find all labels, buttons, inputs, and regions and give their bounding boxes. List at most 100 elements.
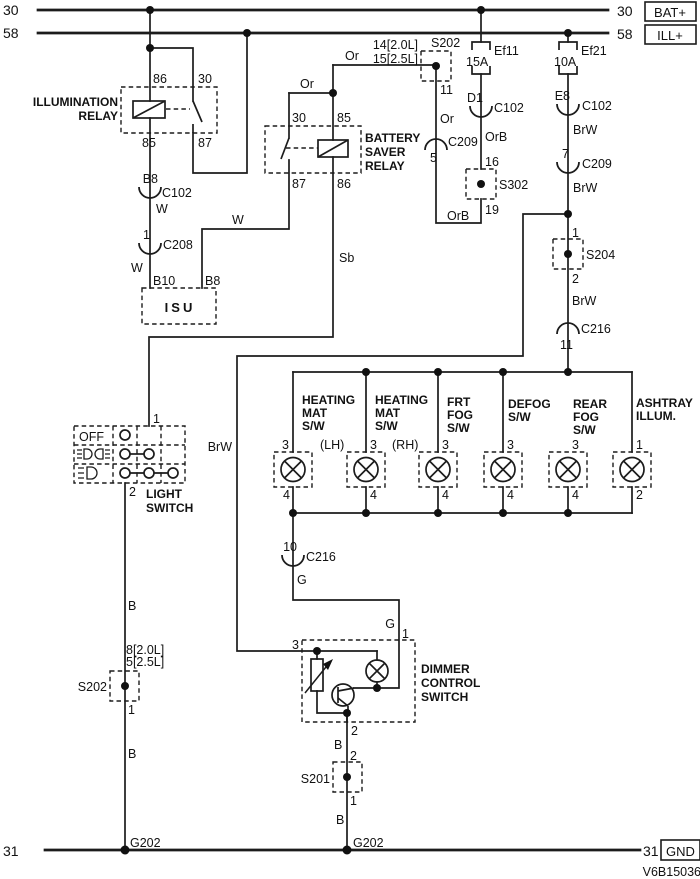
dimmer-label: SWITCH <box>421 690 468 704</box>
connector-c208: 1 C208 <box>138 228 193 255</box>
bus-30-right: 30 <box>617 3 633 19</box>
bus-30-left: 30 <box>3 2 19 18</box>
light-switch-label: LIGHT <box>146 487 183 501</box>
connector-pin: D1 <box>467 91 483 105</box>
fuse-rating: 15A <box>466 55 489 69</box>
lamp-heating-mat-lh: HEATING MAT S/W (LH) 3 4 <box>273 393 355 502</box>
splice-s201: 2 S201 1 <box>301 749 363 808</box>
gnd-tag: GND <box>666 844 695 859</box>
connector-name: C208 <box>163 238 193 252</box>
splice-pin-out: 1 <box>128 703 135 717</box>
rheostat-symbol <box>304 650 348 723</box>
pin-3: 3 <box>370 438 377 452</box>
ground-g202-left: G202 <box>130 836 161 850</box>
wire-label-brw: BrW <box>573 181 598 195</box>
wire-color-labels: W W W Sb Or Or Or OrB OrB BrW BrW BrW Br… <box>128 49 598 827</box>
switch-label: S/W <box>573 423 596 437</box>
isu-module: ISU B10 B8 <box>141 274 220 325</box>
splice-pin-out: 19 <box>485 203 499 217</box>
dimmer-label: DIMMER <box>421 662 470 676</box>
headlamp-icon <box>78 466 98 480</box>
wire-label-g: G <box>385 617 395 631</box>
pin-2: 2 <box>636 488 643 502</box>
battery-saver-label: RELAY <box>365 159 405 173</box>
wire-label-w: W <box>232 213 244 227</box>
pin-87: 87 <box>292 177 306 191</box>
splice-name: S202 <box>431 36 460 50</box>
pin-4: 4 <box>572 488 579 502</box>
connector-name: C102 <box>582 99 612 113</box>
lamp-frt-fog: FRT FOG S/W 3 4 <box>418 395 473 502</box>
diagram-code: V6B15036 <box>643 865 700 879</box>
pin-1: 1 <box>636 438 643 452</box>
pin-3: 3 <box>572 438 579 452</box>
dimmer-control-switch: 3 1 2 DIMMER CONTROL SWITCH <box>292 627 480 738</box>
pin-4: 4 <box>507 488 514 502</box>
wire-label-w: W <box>156 202 168 216</box>
junction-dots <box>120 6 572 855</box>
fuse-name: Ef21 <box>581 44 607 58</box>
wire-label-orb: OrB <box>447 209 469 223</box>
pin-3: 3 <box>282 438 289 452</box>
wire-label-w: W <box>131 261 143 275</box>
splice-s204: 1 S204 2 <box>552 226 615 286</box>
lamp-switch-array: HEATING MAT S/W (LH) 3 4 HEATING MAT S/W… <box>273 393 693 502</box>
wire-label-or: Or <box>345 49 359 63</box>
splice-pin-in: 2 <box>350 749 357 763</box>
pin-85: 85 <box>142 136 156 150</box>
connector-name: C216 <box>306 550 336 564</box>
splice-name: S202 <box>78 680 107 694</box>
switch-sub-label: (RH) <box>392 438 418 452</box>
wire-label-brw: BrW <box>572 294 597 308</box>
switch-label: ASHTRAY <box>636 396 693 410</box>
switch-label: REAR <box>573 397 607 411</box>
battery-saver-label: SAVER <box>365 145 406 159</box>
bus-58-right: 58 <box>617 26 633 42</box>
transistor-symbol <box>331 683 355 713</box>
pin-1: 1 <box>402 627 409 641</box>
pin-4: 4 <box>442 488 449 502</box>
splice-name: S204 <box>586 248 615 262</box>
wire-label-b: B <box>128 747 136 761</box>
wire-label-orb: OrB <box>485 130 507 144</box>
pin-30: 30 <box>198 72 212 86</box>
pin-3: 3 <box>507 438 514 452</box>
connector-e8-c102: E8 C102 <box>555 89 612 116</box>
connector-pin: B8 <box>143 172 158 186</box>
parking-lamp-icon <box>77 448 110 460</box>
illumination-relay-label: RELAY <box>78 109 118 123</box>
splice-s202-bottom: 8[2.0L] 5[2.5L] S202 1 <box>78 643 164 717</box>
switch-label: ILLUM. <box>636 409 676 423</box>
splice-name: S302 <box>499 178 528 192</box>
connector-name: C216 <box>581 322 611 336</box>
switch-label: S/W <box>447 421 470 435</box>
splice-pin-in: 1 <box>572 226 579 240</box>
switch-label: S/W <box>302 419 325 433</box>
pin-86: 86 <box>337 177 351 191</box>
connector-pin: 7 <box>562 147 569 161</box>
fuse-name: Ef11 <box>494 44 519 58</box>
connector-pin: 1 <box>143 228 150 242</box>
pin-86: 86 <box>153 72 167 86</box>
pin-b8: B8 <box>205 274 220 288</box>
switch-label: MAT <box>375 406 401 420</box>
switch-label: S/W <box>508 410 531 424</box>
fuse-ef21: Ef21 10A <box>554 41 607 75</box>
pin-b10: B10 <box>153 274 175 288</box>
fuse-rating: 10A <box>554 55 577 69</box>
connector-c216-11: 11 C216 <box>556 322 611 352</box>
bus-31-left: 31 <box>3 843 19 859</box>
splice-pin-out: 1 <box>350 794 357 808</box>
pin-3: 3 <box>442 438 449 452</box>
wire-label-brw: BrW <box>573 123 598 137</box>
light-switch: OFF 1 2 LIGHT SWITCH <box>73 412 193 515</box>
splice-pin-in: 14[2.0L] <box>373 38 418 52</box>
splice-pin-in: 15[2.5L] <box>373 52 418 66</box>
splice-pin-out: 11 <box>440 83 453 97</box>
position-off-label: OFF <box>79 430 104 444</box>
switch-label: S/W <box>375 419 398 433</box>
wire-label-b: B <box>334 738 342 752</box>
lamp-rear-fog: REAR FOG S/W 3 4 <box>548 397 607 502</box>
